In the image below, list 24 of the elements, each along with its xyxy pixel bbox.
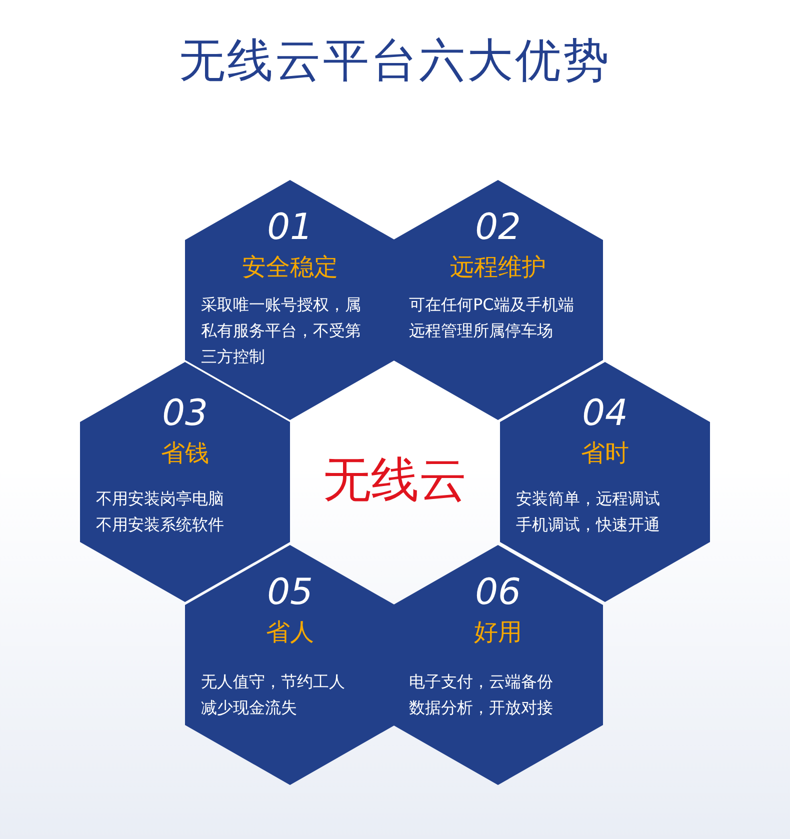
description: 电子支付，云端备份	[409, 671, 554, 693]
description: 可在任何PC端及手机端远程管理所属停车场	[409, 294, 575, 342]
description: 数据分析，开放对接	[409, 697, 554, 719]
step-number: 06	[474, 573, 522, 613]
step-number: 03	[161, 394, 209, 434]
step-number: 05	[266, 573, 314, 613]
description: 采取唯一账号授权，属私有服务平台，不受第三方控制	[201, 294, 362, 368]
step-number: 01	[266, 208, 314, 248]
description: 不用安装系统软件	[96, 514, 225, 536]
step-number: 04	[581, 394, 629, 434]
description: 无人值守，节约工人	[201, 671, 346, 693]
center-heading: 无线云	[322, 452, 468, 508]
title: 无线云平台六大优势	[178, 32, 612, 89]
heading: 省时	[580, 438, 630, 468]
description: 减少现金流失	[201, 697, 298, 719]
heading: 省钱	[160, 438, 210, 468]
heading: 省人	[265, 617, 315, 647]
heading: 安全稳定	[241, 252, 339, 282]
description: 不用安装岗亭电脑	[96, 488, 225, 510]
description: 安装简单，远程调试	[516, 488, 661, 510]
step-number: 02	[474, 208, 522, 248]
heading: 好用	[473, 617, 523, 647]
heading: 远程维护	[449, 252, 547, 282]
description: 手机调试，快速开通	[516, 514, 661, 536]
